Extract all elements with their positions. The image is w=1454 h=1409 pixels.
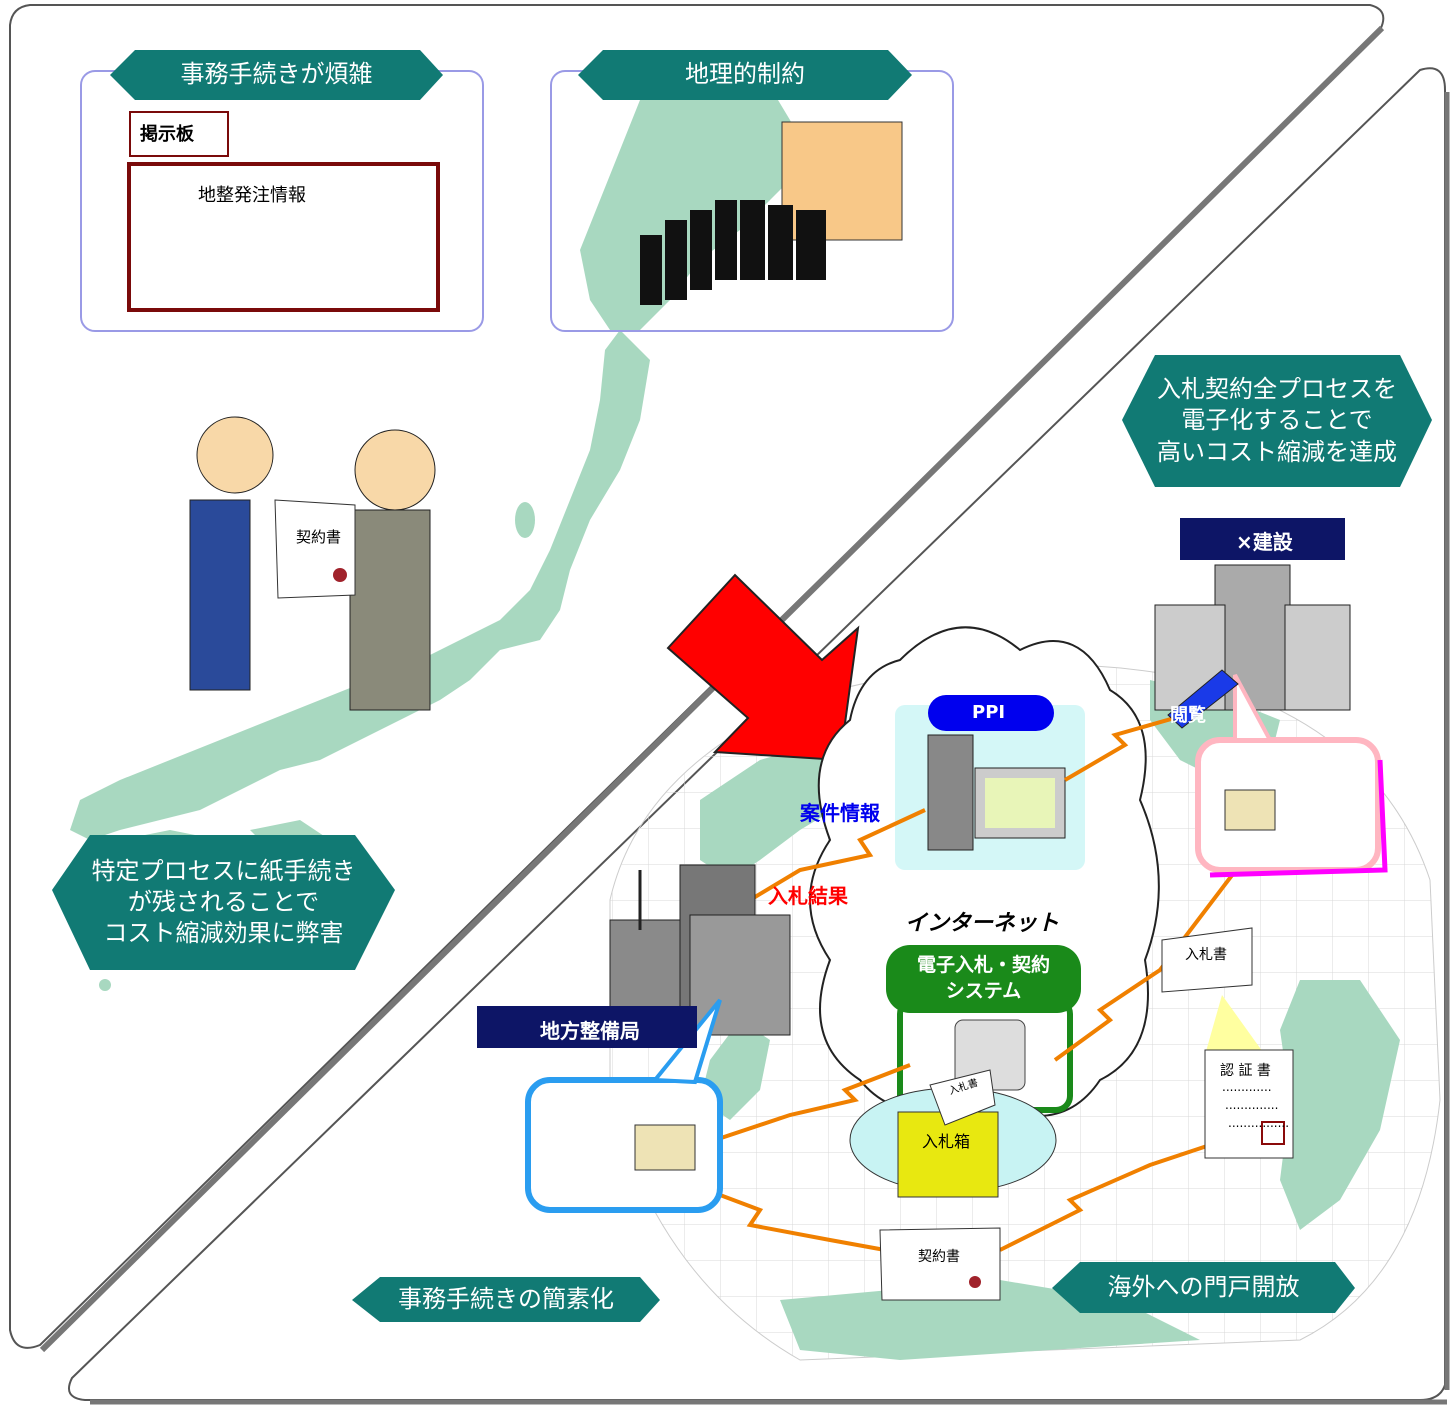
transition-arrow [666,573,860,762]
banner-shape-top-left [110,50,443,100]
left-note-banner: 特定プロセスに紙手続き が残されることで コスト縮減効果に弊害 [91,856,356,948]
link-system-bidder [1053,843,1257,1062]
ppi-pill [928,695,1054,731]
right-note-banner: 入札契約全プロセスを 電子化することで 高いコスト縮減を達成 [1157,375,1397,466]
certificate-title: 認 証 書 [1220,1063,1271,1079]
bulletin-board [127,162,440,312]
banner-shape-bottom-right [1052,1262,1355,1313]
system-pill [886,945,1081,1013]
bidder-bubble [1195,737,1381,873]
banner-shape-top-right [578,50,912,100]
bureau-bubble [525,1077,723,1213]
banner-shape-bottom-left [352,1277,660,1322]
link-contract-cert [999,1143,1211,1252]
banner-geographic-constraint: 地理的制約 [685,60,805,89]
bid-result-label: 入札結果 [768,884,848,908]
upper-triangle-panel [9,4,1385,1349]
regional-bureau-building [609,864,791,1036]
link-system-pc [699,1063,911,1147]
bulletin-board-content: 地整発注情報 [198,185,306,206]
banner-complicated-procedures: 事務手続きが煩雑 [180,60,373,89]
case-info-label: 案件情報 [800,801,880,825]
system-label: 電子入札・契約 システム [916,954,1050,1002]
certificate-line-1: ............. [1222,1080,1272,1094]
contract-label-bottom: 契約書 [918,1249,960,1265]
bureau-label-box [477,1006,697,1048]
bid-box [897,1111,999,1198]
company-label: ×建設 [1236,530,1293,554]
queue-of-people [640,200,826,305]
certificate-line-2: .............. [1225,1098,1279,1112]
certificate-line-3: ................ [1228,1116,1290,1130]
japan-map [70,60,810,991]
ppi-label: PPI [972,702,1006,723]
banner-overseas-opening: 海外への門戸開放 [1107,1272,1300,1301]
company-label-box [1180,518,1345,560]
bid-document-right-label: 入札書 [1185,947,1227,963]
internet-label: インターネット [905,911,1060,936]
link-pc-contract [679,1178,886,1252]
banner-simplified-procedures: 事務手続きの簡素化 [398,1284,614,1313]
regional-bureau-label: 地方整備局 [540,1019,640,1043]
handshake-illustration [189,416,436,711]
browse-label: 閲覧 [1170,705,1206,726]
banner-shape-left-note [52,835,395,970]
contract-label-left: 契約書 [296,528,342,546]
banner-shape-right-note [1122,355,1432,487]
bid-box-label: 入札箱 [922,1132,971,1151]
bid-document-right [1161,927,1253,993]
bulletin-board-tab: 掲示板 [140,124,194,145]
